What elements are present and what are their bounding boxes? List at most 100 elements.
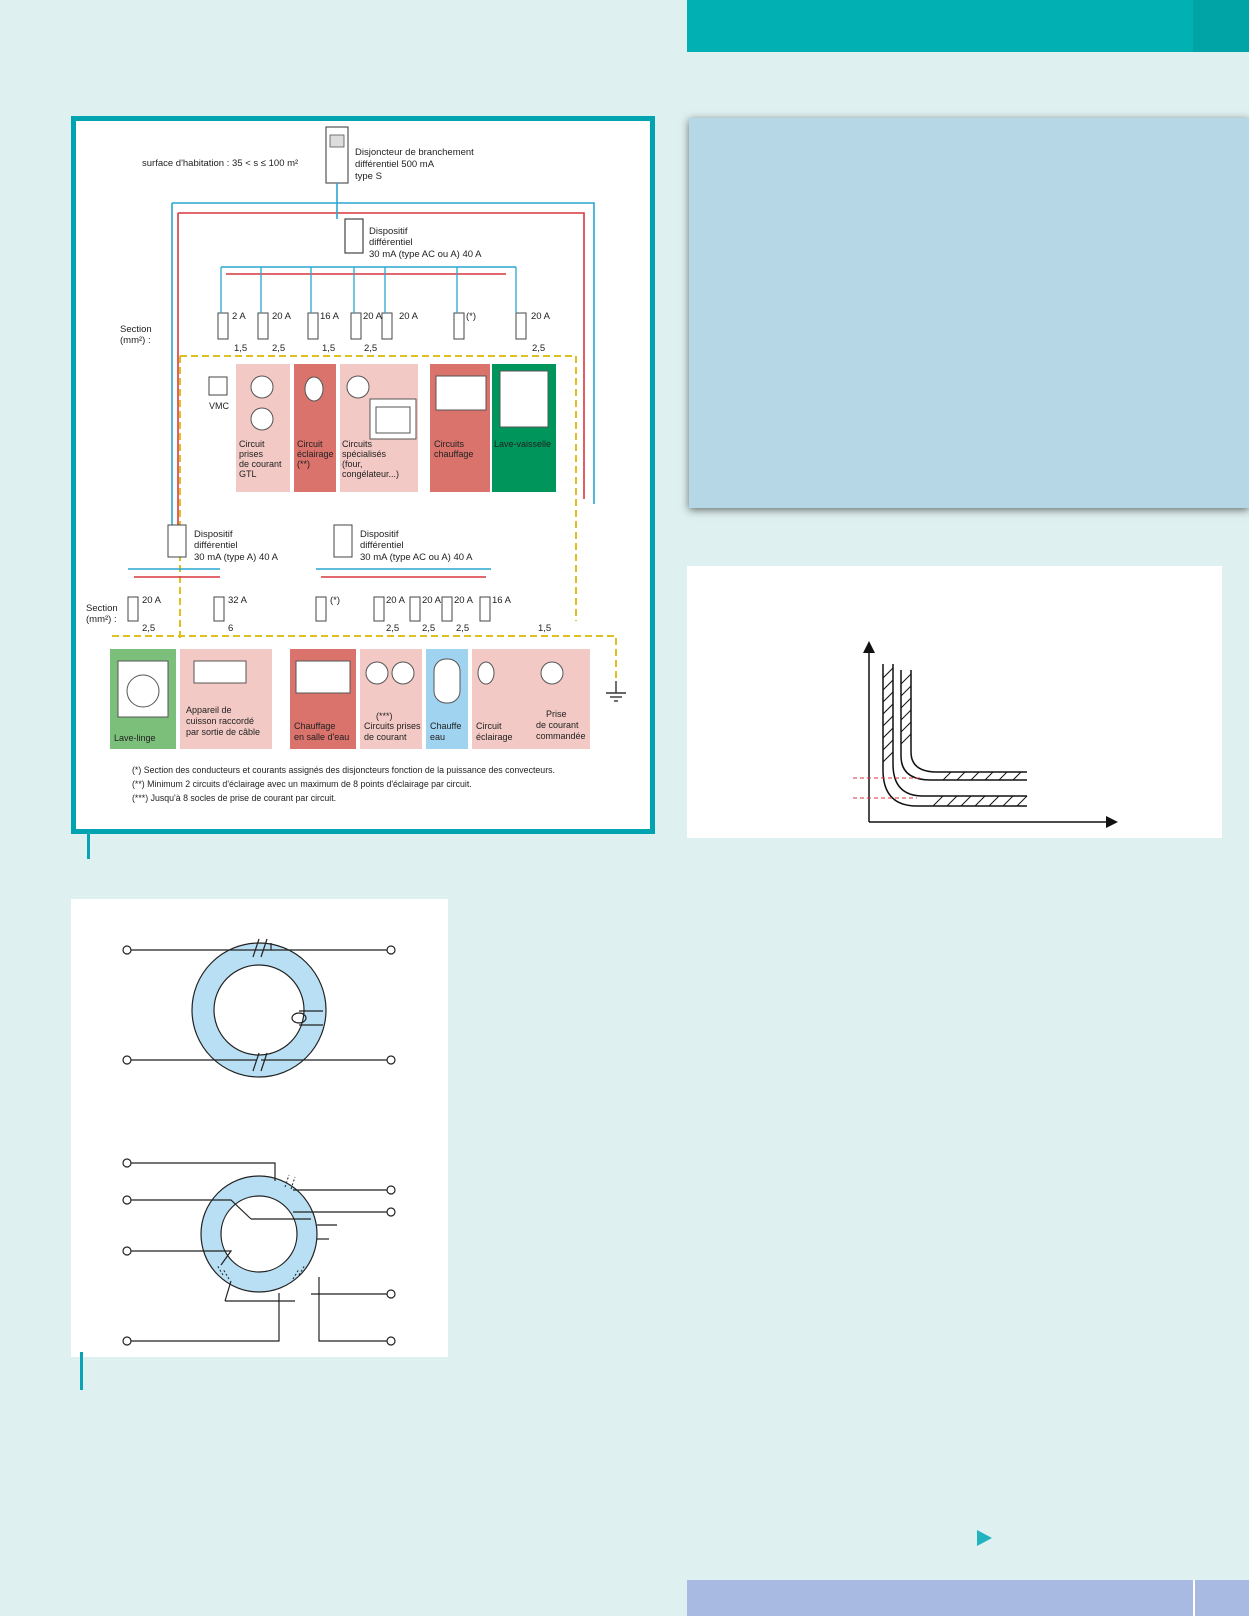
top-section-label: 1,5	[322, 343, 335, 354]
info-box	[689, 118, 1249, 508]
right-breaker-label: 20 A	[454, 595, 474, 606]
right-section-label: 2,5	[456, 623, 469, 634]
left-breaker-label: 32 A	[228, 595, 248, 606]
left-section-label: 6	[228, 623, 233, 634]
curve-inner-min	[900, 670, 1027, 781]
panel-label: éclairage	[297, 449, 334, 459]
right-breaker-label: 20 A	[386, 595, 406, 606]
panel-label: congélateur...)	[342, 469, 399, 479]
oven-icon	[369, 398, 417, 440]
panel-label: spécialisés	[342, 449, 387, 459]
washing-machine-door	[126, 674, 160, 708]
panel-label: Lave-vaisselle	[494, 439, 551, 449]
panel-label: de courant	[239, 459, 282, 469]
top-section-label: 2,5	[532, 343, 545, 354]
curve-inner-max	[910, 670, 1027, 773]
panel-label: GTL	[239, 469, 257, 479]
panel-label: (**)	[297, 459, 310, 469]
play-arrow-icon[interactable]	[977, 1530, 992, 1546]
top-breaker-label: 20 A	[272, 311, 292, 322]
curve-outer-max	[892, 664, 1027, 797]
panel-label: en salle d'eau	[294, 732, 349, 742]
top-section-label: 2,5	[364, 343, 377, 354]
phase-main-wire	[178, 212, 585, 499]
right-breaker-row	[315, 596, 491, 622]
panel-label: commandée	[536, 731, 586, 741]
trip-curve-diagram	[853, 641, 1118, 828]
figure3-caption-mark	[80, 1352, 83, 1390]
footer-separator	[1193, 1580, 1195, 1616]
panel-label: Circuits	[434, 439, 465, 449]
panel-label: par sortie de câble	[186, 727, 260, 737]
right-section-label: 2,5	[386, 623, 399, 634]
left-section-label: 2,5	[142, 623, 155, 634]
outlet-icon	[365, 661, 389, 685]
top-note: surface d'habitation : 35 < s ≤ 100 m²	[142, 158, 298, 169]
section-label-top-2: (mm²) :	[120, 335, 151, 346]
left-breaker-label: 20 A	[142, 595, 162, 606]
heater-icon	[295, 660, 351, 694]
main-breaker-line-2: différentiel 500 mA	[355, 159, 435, 170]
heater-icon	[435, 375, 487, 411]
bulb-icon	[477, 661, 495, 685]
toroid-diagram	[122, 938, 396, 1346]
panel-label: de courant	[536, 720, 579, 730]
toroid-single-phase	[122, 938, 396, 1078]
panel-label: éclairage	[476, 732, 513, 742]
section-label-top-1: Section	[120, 324, 152, 335]
vmc-label: VMC	[209, 401, 230, 411]
main-breaker-switch	[329, 134, 345, 148]
outlet-icon	[391, 661, 415, 685]
water-heater-icon	[433, 658, 461, 704]
right-breaker-label: 20 A	[422, 595, 442, 606]
curve-outer-min	[882, 664, 1027, 807]
rcd-right-line-1: Dispositif	[360, 529, 399, 540]
rcd-right-icon	[333, 524, 353, 558]
rcd-top-icon	[344, 218, 364, 254]
top-breaker-row	[217, 312, 527, 340]
top-drop-wires	[220, 267, 517, 313]
figure1-caption-mark	[87, 829, 90, 859]
trip-curve-figure	[687, 566, 1222, 838]
outlet-icon	[250, 407, 274, 431]
main-breaker-line-3: type S	[355, 171, 382, 182]
wiring-diagram: surface d'habitation : 35 < s ≤ 100 m² D…	[86, 126, 626, 803]
header-bar	[687, 0, 1249, 52]
panel-label: (four,	[342, 459, 363, 469]
neutral-main-wire	[172, 202, 595, 504]
washing-machine-icon	[117, 660, 169, 718]
right-breaker-label: (*)	[330, 595, 340, 606]
panel-label: Circuit	[239, 439, 265, 449]
vmc-icon	[208, 376, 228, 396]
top-breaker-label: 20 A	[363, 311, 383, 322]
panel-label: de courant	[364, 732, 407, 742]
wiring-diagram-figure: surface d'habitation : 35 < s ≤ 100 m² D…	[71, 116, 655, 834]
left-breaker	[213, 596, 225, 622]
outlet-icon	[540, 661, 564, 685]
rcd-left-line-2: différentiel	[194, 540, 238, 551]
earth-wire-bottom	[112, 635, 617, 681]
earth-wire-top	[180, 355, 577, 621]
right-section-label: 2,5	[422, 623, 435, 634]
oven-door	[375, 406, 411, 434]
rcd-left-line-1: Dispositif	[194, 529, 233, 540]
section-label-left-2: (mm²) :	[86, 614, 117, 625]
main-breaker-line-1: Disjoncteur de branchement	[355, 147, 474, 158]
top-breaker-label: 20 A	[399, 311, 419, 322]
top-breaker-label: 16 A	[320, 311, 340, 322]
footer-bar	[687, 1580, 1249, 1616]
footnote-1: (*) Section des conducteurs et courants …	[132, 765, 555, 775]
section-label-left-1: Section	[86, 603, 118, 614]
panel-label: Circuit	[476, 721, 502, 731]
top-section-label: 1,5	[234, 343, 247, 354]
panel-label: (***)	[376, 711, 393, 721]
rcd-left-icon	[167, 524, 187, 558]
panel-label: Prise	[546, 709, 567, 719]
panel-label: Circuit	[297, 439, 323, 449]
panel-label: Chauffe	[430, 721, 461, 731]
bulb-icon	[304, 376, 324, 402]
outlet-icon	[346, 375, 370, 399]
toroid-figure	[71, 899, 448, 1357]
panel-label: Appareil de	[186, 705, 232, 715]
toroid-three-phase	[122, 1158, 396, 1346]
